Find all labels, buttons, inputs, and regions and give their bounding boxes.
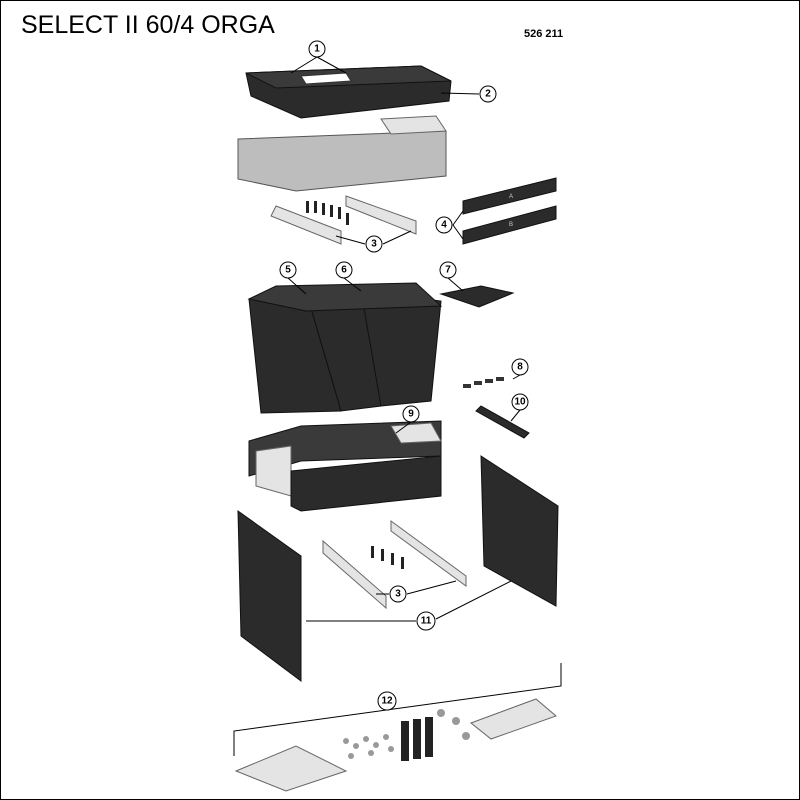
part-cover-tray xyxy=(245,65,452,119)
part-side-panel-right xyxy=(480,455,559,607)
callout-3-bottom: 3 xyxy=(389,585,407,603)
svg-text:11: 11 xyxy=(421,616,432,627)
part-rails: A B xyxy=(462,177,557,245)
part-side-panel-left xyxy=(237,510,302,682)
rail-label-b: B xyxy=(509,222,513,228)
svg-text:3: 3 xyxy=(395,589,401,600)
part-drawer-frame xyxy=(248,420,442,512)
svg-text:7: 7 xyxy=(445,265,451,276)
svg-text:3: 3 xyxy=(371,239,377,250)
callout-11: 11 xyxy=(416,611,436,631)
part-runners-top xyxy=(270,195,417,245)
article-number: 526 211 xyxy=(524,28,564,40)
callout-2: 2 xyxy=(479,85,497,103)
callout-6: 6 xyxy=(335,261,353,279)
callout-12: 12 xyxy=(377,691,397,711)
part-bar xyxy=(475,405,530,439)
callout-5: 5 xyxy=(279,261,297,279)
svg-text:6: 6 xyxy=(341,265,347,276)
svg-text:12: 12 xyxy=(381,696,393,707)
svg-text:1: 1 xyxy=(314,44,320,55)
part-clip-set xyxy=(463,377,504,388)
product-title: SELECT II 60/4 ORGA xyxy=(21,11,275,39)
svg-text:5: 5 xyxy=(285,265,291,276)
svg-text:9: 9 xyxy=(408,409,414,420)
callout-7: 7 xyxy=(439,261,457,279)
callout-3-top: 3 xyxy=(365,235,383,253)
svg-text:2: 2 xyxy=(485,89,491,100)
part-hardware-set xyxy=(233,663,562,792)
part-small-tray xyxy=(439,285,515,308)
part-waste-bins xyxy=(247,282,443,414)
callout-4: 4 xyxy=(435,216,453,234)
svg-text:4: 4 xyxy=(441,220,447,231)
svg-text:8: 8 xyxy=(517,362,523,373)
callout-9: 9 xyxy=(402,405,420,423)
part-runners-bottom xyxy=(322,520,467,610)
rail-label-a: A xyxy=(509,194,513,200)
callout-10: 10 xyxy=(511,393,529,411)
part-front-panel xyxy=(237,115,447,192)
callout-8: 8 xyxy=(511,358,529,376)
leader-lines xyxy=(287,56,521,622)
svg-text:10: 10 xyxy=(514,397,526,408)
callout-1: 1 xyxy=(308,40,326,58)
